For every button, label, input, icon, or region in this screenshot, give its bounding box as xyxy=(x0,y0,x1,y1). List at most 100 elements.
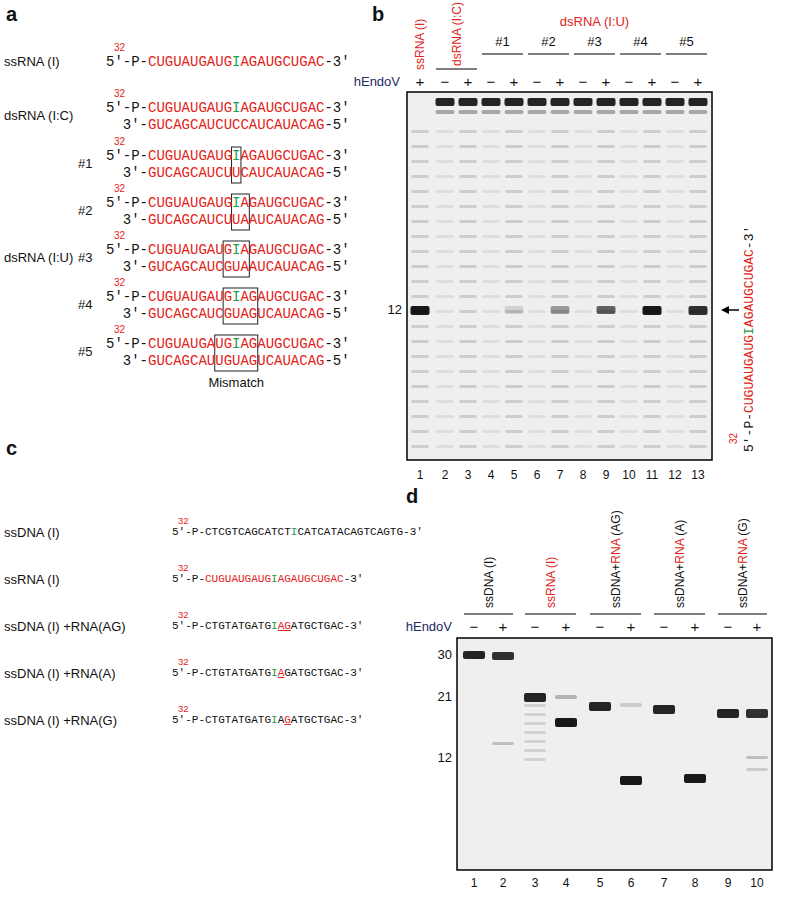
text-segment: 5'-P-CTGTATGATG xyxy=(172,620,271,632)
figure-label: 32 xyxy=(114,324,125,336)
gel-band xyxy=(482,130,500,133)
gel-band xyxy=(643,355,661,358)
gel-band xyxy=(482,110,501,114)
figure-label: #3 xyxy=(587,34,601,50)
gel-band xyxy=(411,250,429,253)
gel-band xyxy=(597,325,615,328)
gel-band xyxy=(597,190,615,193)
gel-band xyxy=(551,160,569,163)
gel-band xyxy=(574,145,592,148)
gel-band xyxy=(551,175,569,178)
text-segment: I xyxy=(232,100,240,116)
gel-band xyxy=(524,740,546,743)
text-segment: AGAUGCUGAC xyxy=(278,573,344,585)
gel-band xyxy=(436,220,454,223)
text-segment: AGAUGCUGAC xyxy=(240,336,324,352)
text-segment: 5'-P- xyxy=(172,573,205,585)
figure-label: − xyxy=(671,73,680,91)
text-segment: (AG) xyxy=(609,510,623,539)
text-segment: I xyxy=(232,289,240,305)
gel-band xyxy=(505,370,523,373)
gel-band xyxy=(436,295,454,298)
sequence-text: 5'-P-CTCGTCAGCATCTICATCATACAGTCAGTG-3' xyxy=(172,526,423,539)
gel-band xyxy=(666,280,684,283)
lane-header: ssDNA (I) xyxy=(482,557,496,608)
text-segment: 3'- xyxy=(123,212,148,228)
text-segment: AGAUGCUGAC xyxy=(240,148,324,164)
gel-band xyxy=(459,220,477,223)
text-segment: AGAUGCUGAC xyxy=(742,249,757,327)
gel-band xyxy=(551,400,569,403)
text-segment: -3' xyxy=(324,54,349,70)
lane-header: 32 xyxy=(728,433,740,444)
lane-bar xyxy=(482,53,523,54)
panel-letter: a xyxy=(6,2,17,26)
gel-band xyxy=(643,110,662,114)
gel-band xyxy=(482,415,500,418)
gel-band xyxy=(689,280,707,283)
figure-label: 6 xyxy=(628,876,635,890)
gel-band xyxy=(459,205,477,208)
gel-band xyxy=(482,370,500,373)
text-segment: ssDNA+ xyxy=(736,564,750,608)
figure-label: dsRNA (I:U) xyxy=(560,14,629,30)
figure-label: 4 xyxy=(488,468,495,482)
lane-header: ssRNA (I) xyxy=(413,19,427,70)
gel-band xyxy=(436,385,454,388)
gel-band xyxy=(689,130,707,133)
gel-band xyxy=(528,445,546,448)
gel-band xyxy=(528,415,546,418)
text-segment: I xyxy=(291,526,298,538)
gel-band xyxy=(482,385,500,388)
gel-band xyxy=(459,370,477,373)
figure-label: #2 xyxy=(541,34,555,50)
text-segment: -5' xyxy=(324,165,349,181)
gel-band xyxy=(459,98,478,106)
text-segment: I xyxy=(232,148,240,164)
gel-band xyxy=(620,220,638,223)
gel-band xyxy=(643,445,661,448)
gel-band xyxy=(620,400,638,403)
figure-label: − xyxy=(441,73,450,91)
gel-band xyxy=(505,385,523,388)
figure-label: hEndoV xyxy=(354,74,400,90)
gel-band xyxy=(411,325,429,328)
text-segment: I xyxy=(232,336,240,352)
figure-label: 32 xyxy=(114,183,125,195)
gel-band xyxy=(411,370,429,373)
text-segment: I xyxy=(271,667,278,679)
gel-band xyxy=(597,280,615,283)
text-segment: A xyxy=(278,667,285,679)
figure-label: − xyxy=(487,73,496,91)
text-segment: -3' xyxy=(742,226,757,249)
gel-band xyxy=(555,695,577,699)
figure-label: 32 xyxy=(114,42,125,54)
gel-band xyxy=(666,295,684,298)
gel-band xyxy=(574,98,593,106)
figure-label: + xyxy=(499,618,508,636)
gel-band xyxy=(597,340,615,343)
lane-header: dsRNA (I:C) xyxy=(450,2,464,66)
gel-band xyxy=(620,205,638,208)
gel-band xyxy=(505,295,523,298)
figure-label: 12 xyxy=(668,468,681,482)
gel-band xyxy=(689,415,707,418)
gel-band xyxy=(666,310,684,313)
gel-band xyxy=(643,160,661,163)
gel-band xyxy=(436,325,454,328)
text-segment: I xyxy=(232,242,240,258)
gel-band xyxy=(643,205,661,208)
gel-band xyxy=(620,280,638,283)
gel-band xyxy=(528,340,546,343)
gel-band xyxy=(666,130,684,133)
gel-band xyxy=(620,385,638,388)
gel-band xyxy=(436,415,454,418)
gel-band xyxy=(492,652,514,660)
gel-band xyxy=(505,265,523,268)
gel-band xyxy=(436,145,454,148)
figure-label: + xyxy=(691,618,700,636)
text-segment: CATCATACAGTCAGTG-3' xyxy=(297,526,422,538)
figure-label: − xyxy=(533,73,542,91)
gel-band xyxy=(411,265,429,268)
lane-bar xyxy=(528,53,569,54)
